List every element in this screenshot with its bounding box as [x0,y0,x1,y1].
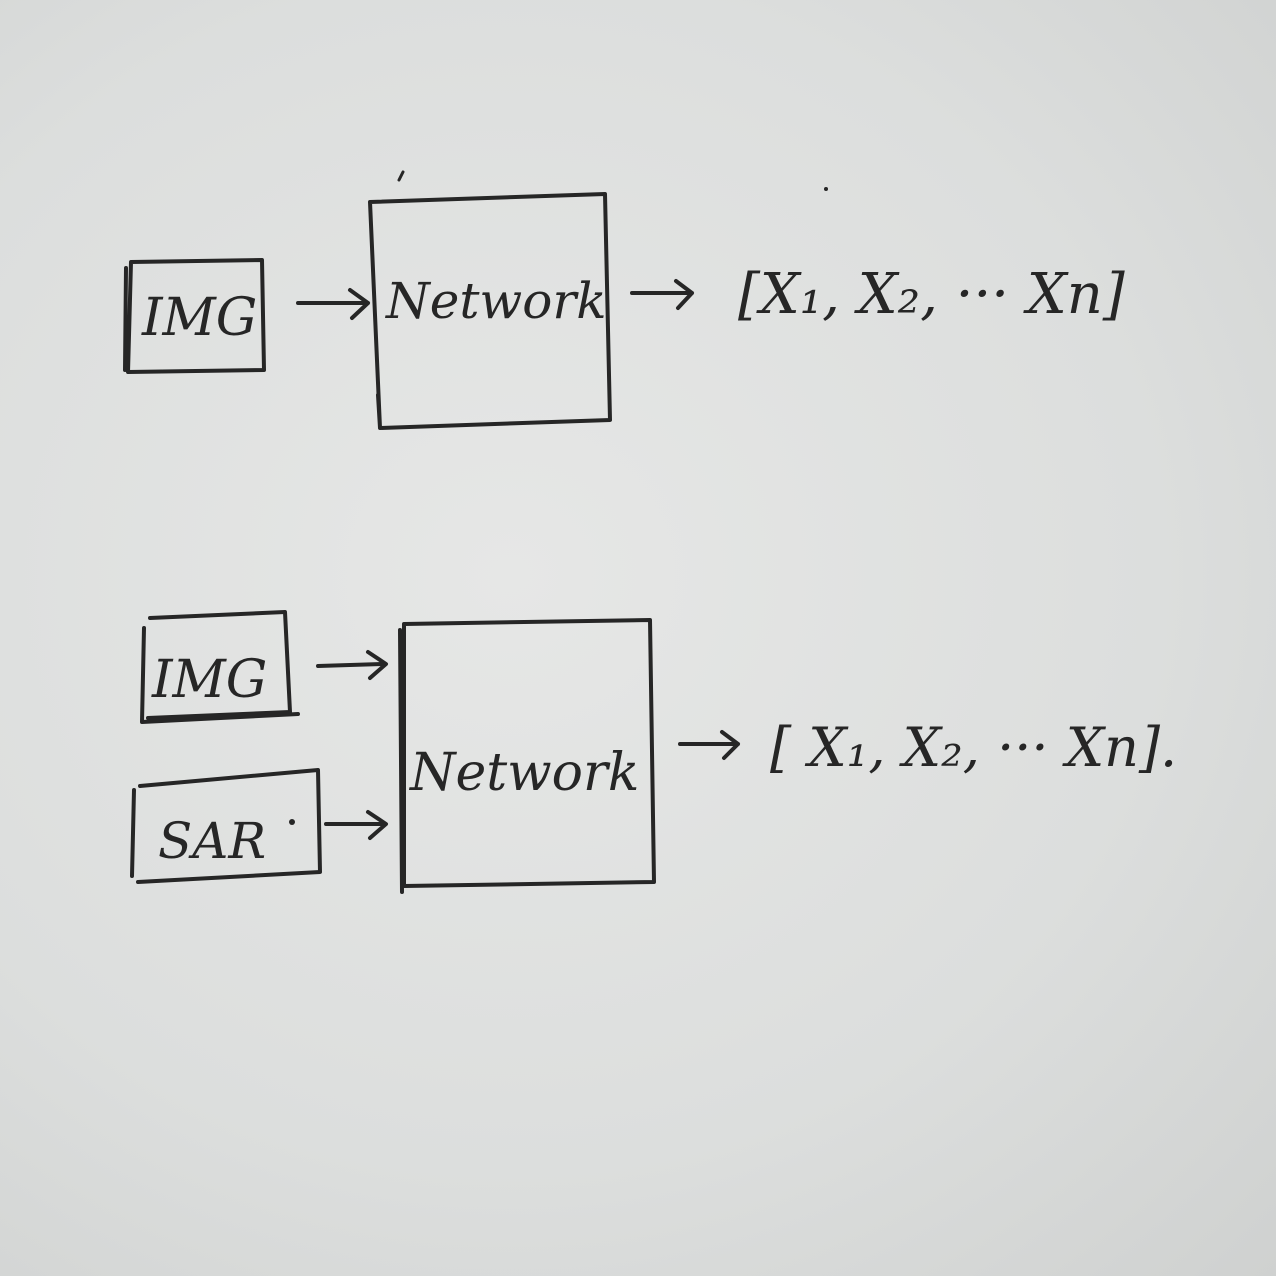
bottom-output-label: [ X₁, X₂, ··· Xn]. [770,716,1177,779]
top-network-box: Network [368,192,612,430]
top-arrow-out [630,279,694,310]
bottom-diagram: IMG SAR Network [ X₁, X₂, ··· Xn]. [130,610,1177,894]
top-output-label: [X₁, X₂, ··· Xn] [738,262,1125,327]
stray-pen-marks [397,170,828,191]
bottom-network-box: Network [398,618,656,894]
top-input-label: IMG [141,288,257,348]
top-arrow-in [296,288,370,320]
bottom-arrow-img [316,650,388,680]
bottom-sar-box: SAR [130,768,322,884]
bottom-img-box: IMG [140,610,300,724]
top-diagram: IMG Network [X₁, X₂, ··· Xn] [123,192,1125,430]
sar-dot [289,819,295,825]
bottom-arrow-sar [324,810,388,840]
bottom-arrow-out [678,730,740,760]
bottom-img-label: IMG [151,650,267,710]
bottom-network-label: Network [408,743,639,803]
bottom-sar-label: SAR [158,812,266,870]
top-input-box: IMG [123,258,266,374]
top-network-label: Network [385,272,607,330]
